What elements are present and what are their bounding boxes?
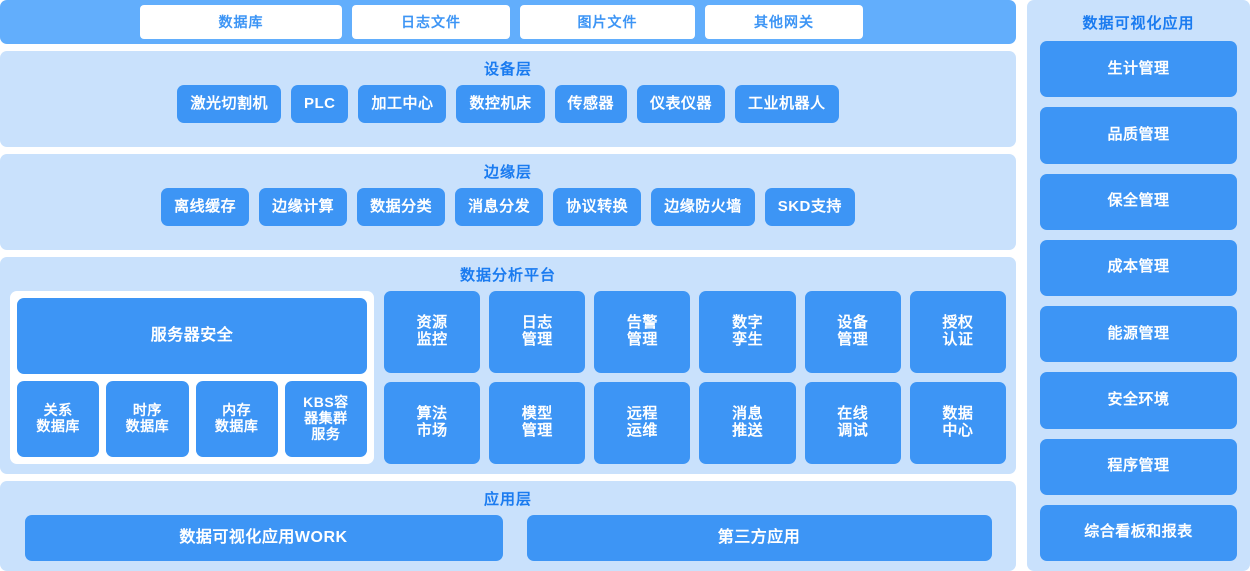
device-item-sensor[interactable]: 传感器 (554, 85, 628, 123)
edge-item-skd-support[interactable]: SKD支持 (764, 188, 855, 226)
platform-item-remote-ops[interactable]: 远程 运维 (594, 382, 691, 464)
sidebar-item-program-management[interactable]: 程序管理 (1040, 438, 1237, 495)
platform-item-online-debug[interactable]: 在线 调试 (804, 382, 901, 464)
platform-item-algorithm-market[interactable]: 算法 市场 (384, 382, 481, 464)
platform-item-model-management[interactable]: 模型 管理 (489, 382, 586, 464)
sidebar-item-dashboard-reports[interactable]: 综合看板和报表 (1040, 504, 1237, 561)
platform-item-message-push[interactable]: 消息 推送 (699, 382, 796, 464)
platform-item-device-management[interactable]: 设备 管理 (804, 291, 901, 373)
database-row: 关系 数据库 时序 数据库 内存 数据库 KBS容 器集群 服务 (17, 381, 367, 457)
sidebar-item-production-management[interactable]: 生计管理 (1040, 41, 1237, 98)
device-layer-row: 激光切割机 PLC 加工中心 数控机床 传感器 仪表仪器 工业机器人 (10, 85, 1006, 123)
platform-item-data-center[interactable]: 数据 中心 (909, 382, 1006, 464)
edge-item-data-classification[interactable]: 数据分类 (357, 188, 446, 226)
platform-item-digital-twin[interactable]: 数字 孪生 (699, 291, 796, 373)
edge-item-edge-computing[interactable]: 边缘计算 (259, 188, 348, 226)
platform-item-alarm-management[interactable]: 告警 管理 (594, 291, 691, 373)
platform-item-server-security[interactable]: 服务器安全 (17, 298, 367, 374)
security-and-database-group: 服务器安全 关系 数据库 时序 数据库 内存 数据库 KBS容 器集群 服务 (10, 291, 374, 464)
edge-layer-panel: 边缘层 离线缓存 边缘计算 数据分类 消息分发 协议转换 边缘防火墙 SKD支持 (0, 154, 1016, 250)
sidebar-item-quality-management[interactable]: 品质管理 (1040, 107, 1237, 164)
edge-item-message-distribution[interactable]: 消息分发 (455, 188, 544, 226)
data-source-other-gateway[interactable]: 其他网关 (705, 5, 863, 39)
data-source-database[interactable]: 数据库 (140, 5, 342, 39)
application-item-data-visualization-work[interactable]: 数据可视化应用WORK (24, 515, 503, 561)
edge-item-edge-firewall[interactable]: 边缘防火墙 (651, 188, 755, 226)
device-item-industrial-robot[interactable]: 工业机器人 (735, 85, 839, 123)
application-layer-title: 应用层 (483, 491, 532, 508)
sidebar-item-cost-management[interactable]: 成本管理 (1040, 239, 1237, 296)
application-layer-panel: 应用层 数据可视化应用WORK 第三方应用 (0, 481, 1016, 571)
sidebar-item-energy-management[interactable]: 能源管理 (1040, 306, 1237, 363)
sidebar-item-maintenance-management[interactable]: 保全管理 (1040, 173, 1237, 230)
platform-item-authorization[interactable]: 授权 认证 (909, 291, 1006, 373)
data-source-band: 数据库 日志文件 图片文件 其他网关 (0, 0, 1016, 44)
platform-body: 服务器安全 关系 数据库 时序 数据库 内存 数据库 KBS容 器集群 服务 资… (10, 291, 1006, 464)
sidebar-list: 生计管理 品质管理 保全管理 成本管理 能源管理 安全环境 程序管理 综合看板和… (1040, 41, 1237, 561)
device-item-instrument[interactable]: 仪表仪器 (637, 85, 726, 123)
sidebar-title: 数据可视化应用 (1082, 15, 1195, 32)
data-source-image-file[interactable]: 图片文件 (520, 5, 695, 39)
device-item-cnc-machine[interactable]: 数控机床 (456, 85, 545, 123)
database-item-relational[interactable]: 关系 数据库 (17, 381, 100, 457)
platform-layer-panel: 数据分析平台 服务器安全 关系 数据库 时序 数据库 内存 数据库 KBS容 器… (0, 257, 1016, 474)
sidebar-item-safety-environment[interactable]: 安全环境 (1040, 372, 1237, 429)
device-layer-title: 设备层 (483, 61, 532, 78)
main-column: 数据库 日志文件 图片文件 其他网关 设备层 激光切割机 PLC 加工中心 数控… (0, 0, 1016, 571)
device-item-laser-cutter[interactable]: 激光切割机 (177, 85, 281, 123)
edge-item-protocol-conversion[interactable]: 协议转换 (553, 188, 642, 226)
database-item-in-memory[interactable]: 内存 数据库 (195, 381, 278, 457)
platform-item-resource-monitoring[interactable]: 资源 监控 (384, 291, 481, 373)
edge-layer-row: 离线缓存 边缘计算 数据分类 消息分发 协议转换 边缘防火墙 SKD支持 (10, 188, 1006, 226)
device-item-plc[interactable]: PLC (290, 85, 349, 123)
device-item-machining-center[interactable]: 加工中心 (358, 85, 447, 123)
database-item-kbs-container-cluster[interactable]: KBS容 器集群 服务 (284, 381, 367, 457)
data-source-log-file[interactable]: 日志文件 (352, 5, 510, 39)
device-layer-panel: 设备层 激光切割机 PLC 加工中心 数控机床 传感器 仪表仪器 工业机器人 (0, 51, 1016, 147)
platform-layer-title: 数据分析平台 (459, 267, 556, 284)
edge-layer-title: 边缘层 (483, 164, 532, 181)
application-item-third-party[interactable]: 第三方应用 (526, 515, 992, 561)
application-layer-row: 数据可视化应用WORK 第三方应用 (10, 515, 1006, 561)
database-item-timeseries[interactable]: 时序 数据库 (106, 381, 189, 457)
edge-item-offline-cache[interactable]: 离线缓存 (161, 188, 250, 226)
platform-item-log-management[interactable]: 日志 管理 (489, 291, 586, 373)
visualization-sidebar: 数据可视化应用 生计管理 品质管理 保全管理 成本管理 能源管理 安全环境 程序… (1027, 0, 1250, 571)
platform-module-grid: 资源 监控 日志 管理 告警 管理 数字 孪生 设备 管理 授权 认证 算法 市… (384, 291, 1006, 464)
